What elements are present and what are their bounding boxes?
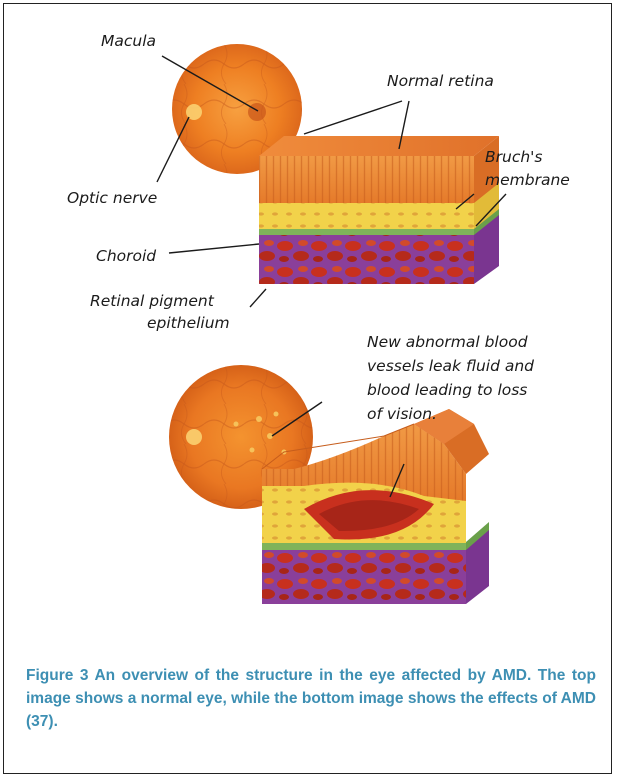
label-abnormal-4: of vision. [367, 405, 437, 423]
label-rpe-2: epithelium [147, 314, 230, 332]
label-bruchs-2: membrane [485, 171, 570, 189]
label-rpe-1: Retinal pigment [90, 292, 215, 310]
label-abnormal-2: vessels leak fluid and [367, 357, 534, 375]
label-normal-retina: Normal retina [387, 72, 494, 90]
figure-caption: Figure 3 An overview of the structure in… [26, 664, 596, 733]
label-optic-nerve: Optic nerve [67, 189, 157, 207]
label-bruchs-1: Bruch's [485, 148, 543, 166]
label-abnormal-3: blood leading to loss [367, 381, 527, 399]
figure-illustration: Macula Normal retina Bruch's membrane Op… [4, 4, 613, 644]
amd-eye-diagram: Macula Normal retina Bruch's membrane Op… [4, 4, 613, 644]
label-macula: Macula [101, 32, 156, 50]
normal-retina-block [259, 136, 499, 284]
label-abnormal-1: New abnormal blood [367, 333, 528, 351]
label-choroid: Choroid [96, 247, 156, 265]
figure-frame: Macula Normal retina Bruch's membrane Op… [3, 3, 612, 774]
